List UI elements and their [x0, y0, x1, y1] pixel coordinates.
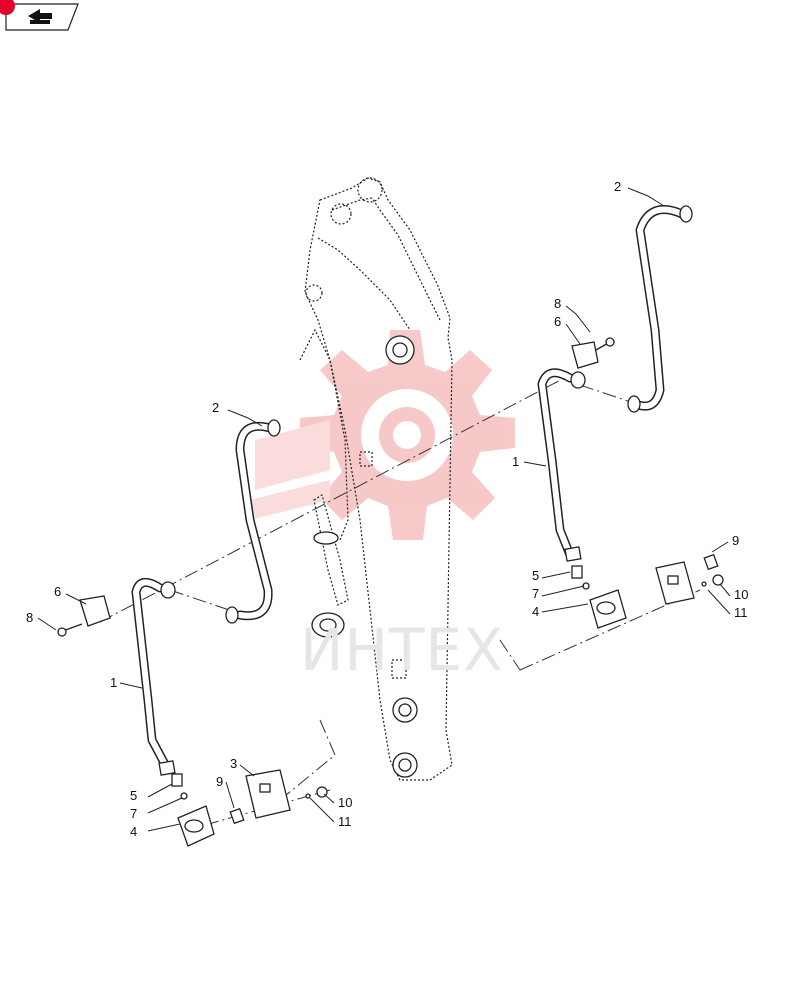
- callout-9-left[interactable]: 9: [216, 774, 223, 789]
- callout-11-right[interactable]: 11: [734, 605, 748, 620]
- callout-10-right[interactable]: 10: [734, 587, 748, 602]
- status-dot-icon: [0, 0, 15, 15]
- callout-3[interactable]: 3: [230, 756, 237, 771]
- bracket-3-left: [245, 769, 291, 819]
- flange-4-right: [589, 589, 627, 629]
- callout-8-left[interactable]: 8: [26, 610, 33, 625]
- hardware-right: [571, 553, 724, 590]
- tube-2-right: [627, 205, 693, 413]
- flange-4-left: [177, 805, 215, 847]
- callout-4-right[interactable]: 4: [532, 604, 539, 619]
- clamp-6-right: [571, 337, 615, 369]
- callout-6-right[interactable]: 6: [554, 314, 561, 329]
- leader-lines: [37, 187, 731, 832]
- nav-tab[interactable]: [0, 0, 79, 31]
- bracket-3-right: [655, 561, 695, 605]
- clamp-6-left: [57, 595, 111, 637]
- callouts: 2 2 1 1 6 6 8 8 5 7 4 9 10 11 3 9 5 7 4 …: [26, 179, 748, 839]
- callout-6-left[interactable]: 6: [54, 584, 61, 599]
- callout-9-right[interactable]: 9: [732, 533, 739, 548]
- callout-4-left[interactable]: 4: [130, 824, 137, 839]
- callout-1-left[interactable]: 1: [110, 675, 117, 690]
- callout-1-right[interactable]: 1: [512, 454, 519, 469]
- callout-11-left[interactable]: 11: [338, 814, 352, 829]
- callout-8-right[interactable]: 8: [554, 296, 561, 311]
- back-arrow-icon: [28, 9, 52, 24]
- hardware-left: [171, 773, 328, 825]
- callout-5-left[interactable]: 5: [130, 788, 137, 803]
- watermark-text: ИНТЕХ: [300, 616, 504, 684]
- callout-7-right[interactable]: 7: [532, 586, 539, 601]
- watermark-logo: [250, 330, 515, 540]
- callout-5-right[interactable]: 5: [532, 568, 539, 583]
- callout-7-left[interactable]: 7: [130, 806, 137, 821]
- boom-outline: [299, 177, 453, 781]
- callout-2-left[interactable]: 2: [212, 400, 219, 415]
- callout-10-left[interactable]: 10: [338, 795, 352, 810]
- callout-2-right[interactable]: 2: [614, 179, 621, 194]
- tube-2-left: [225, 419, 281, 624]
- tube-1-right: [537, 368, 586, 562]
- tube-1-left: [131, 577, 176, 776]
